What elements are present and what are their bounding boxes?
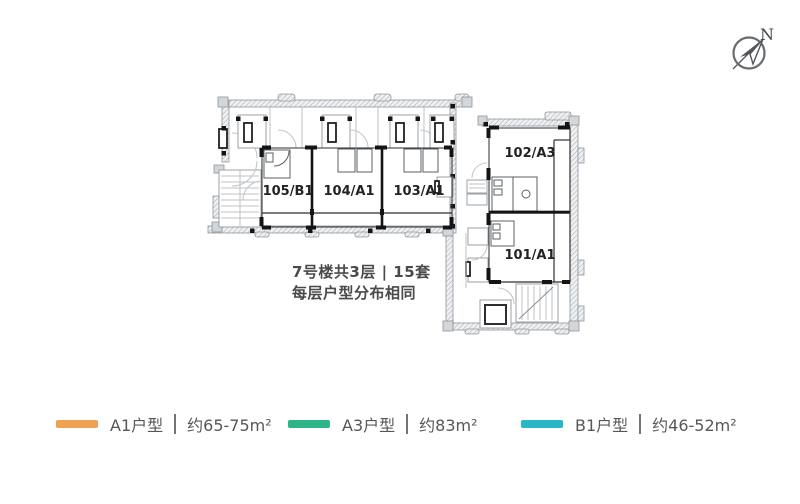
corridor-utility-rooms: [434, 104, 489, 288]
legend: A1户型 约65-75m² A3户型 约83m² B1户型 约46-52m²: [0, 410, 800, 438]
unit-wall-marks-right-wing: [483, 122, 571, 284]
building-outline: [207, 93, 585, 335]
window-icon: [218, 122, 444, 149]
legend-area-a1: 约65-75m²: [187, 416, 272, 435]
unit-wall-marks-top-wing: [250, 145, 454, 233]
staircase-left: [218, 132, 263, 228]
legend-area-b1: 约46-52m²: [652, 416, 737, 435]
building-note: 7号楼共3层 | 15套 每层户型分布相同: [292, 262, 431, 304]
legend-area-a3: 约83m²: [419, 416, 478, 435]
building-note-line2: 每层户型分布相同: [292, 284, 417, 302]
unit-105-b1[interactable]: 105/B1: [261, 147, 314, 228]
unit-label: 101/A1: [505, 248, 556, 263]
legend-swatch-a3-icon: [288, 420, 330, 428]
unit-102-a3[interactable]: 102/A3: [488, 127, 571, 214]
unit-label: 102/A3: [505, 146, 556, 161]
unit-103-a1[interactable]: 103/A1: [381, 147, 453, 228]
elevator: [479, 299, 512, 329]
unit-101-a1[interactable]: 101/A1: [488, 212, 571, 283]
legend-divider: [639, 414, 642, 434]
unit-label: 103/A1: [394, 184, 445, 199]
unit-label: 105/B1: [263, 184, 314, 199]
legend-label-a3: A3户型: [342, 416, 396, 435]
top-band-rooms: [218, 107, 455, 156]
legend-item-b1: B1户型 约46-52m²: [521, 410, 737, 438]
unit-104-a1[interactable]: 104/A1: [311, 147, 383, 228]
unit-label: 104/A1: [324, 184, 375, 199]
compass-icon: N: [732, 25, 774, 70]
compass-north-label: N: [760, 25, 774, 44]
legend-label-b1: B1户型: [575, 416, 629, 435]
legend-item-a3: A3户型 约83m²: [288, 410, 478, 438]
legend-item-a1: A1户型 约65-75m²: [56, 410, 272, 438]
staircase-bottom: [497, 283, 559, 323]
legend-swatch-b1-icon: [521, 420, 563, 428]
legend-swatch-a1-icon: [56, 420, 98, 428]
building-note-line1: 7号楼共3层 | 15套: [292, 263, 431, 281]
legend-divider: [174, 414, 177, 434]
legend-label-a1: A1户型: [110, 416, 164, 435]
legend-divider: [406, 414, 409, 434]
